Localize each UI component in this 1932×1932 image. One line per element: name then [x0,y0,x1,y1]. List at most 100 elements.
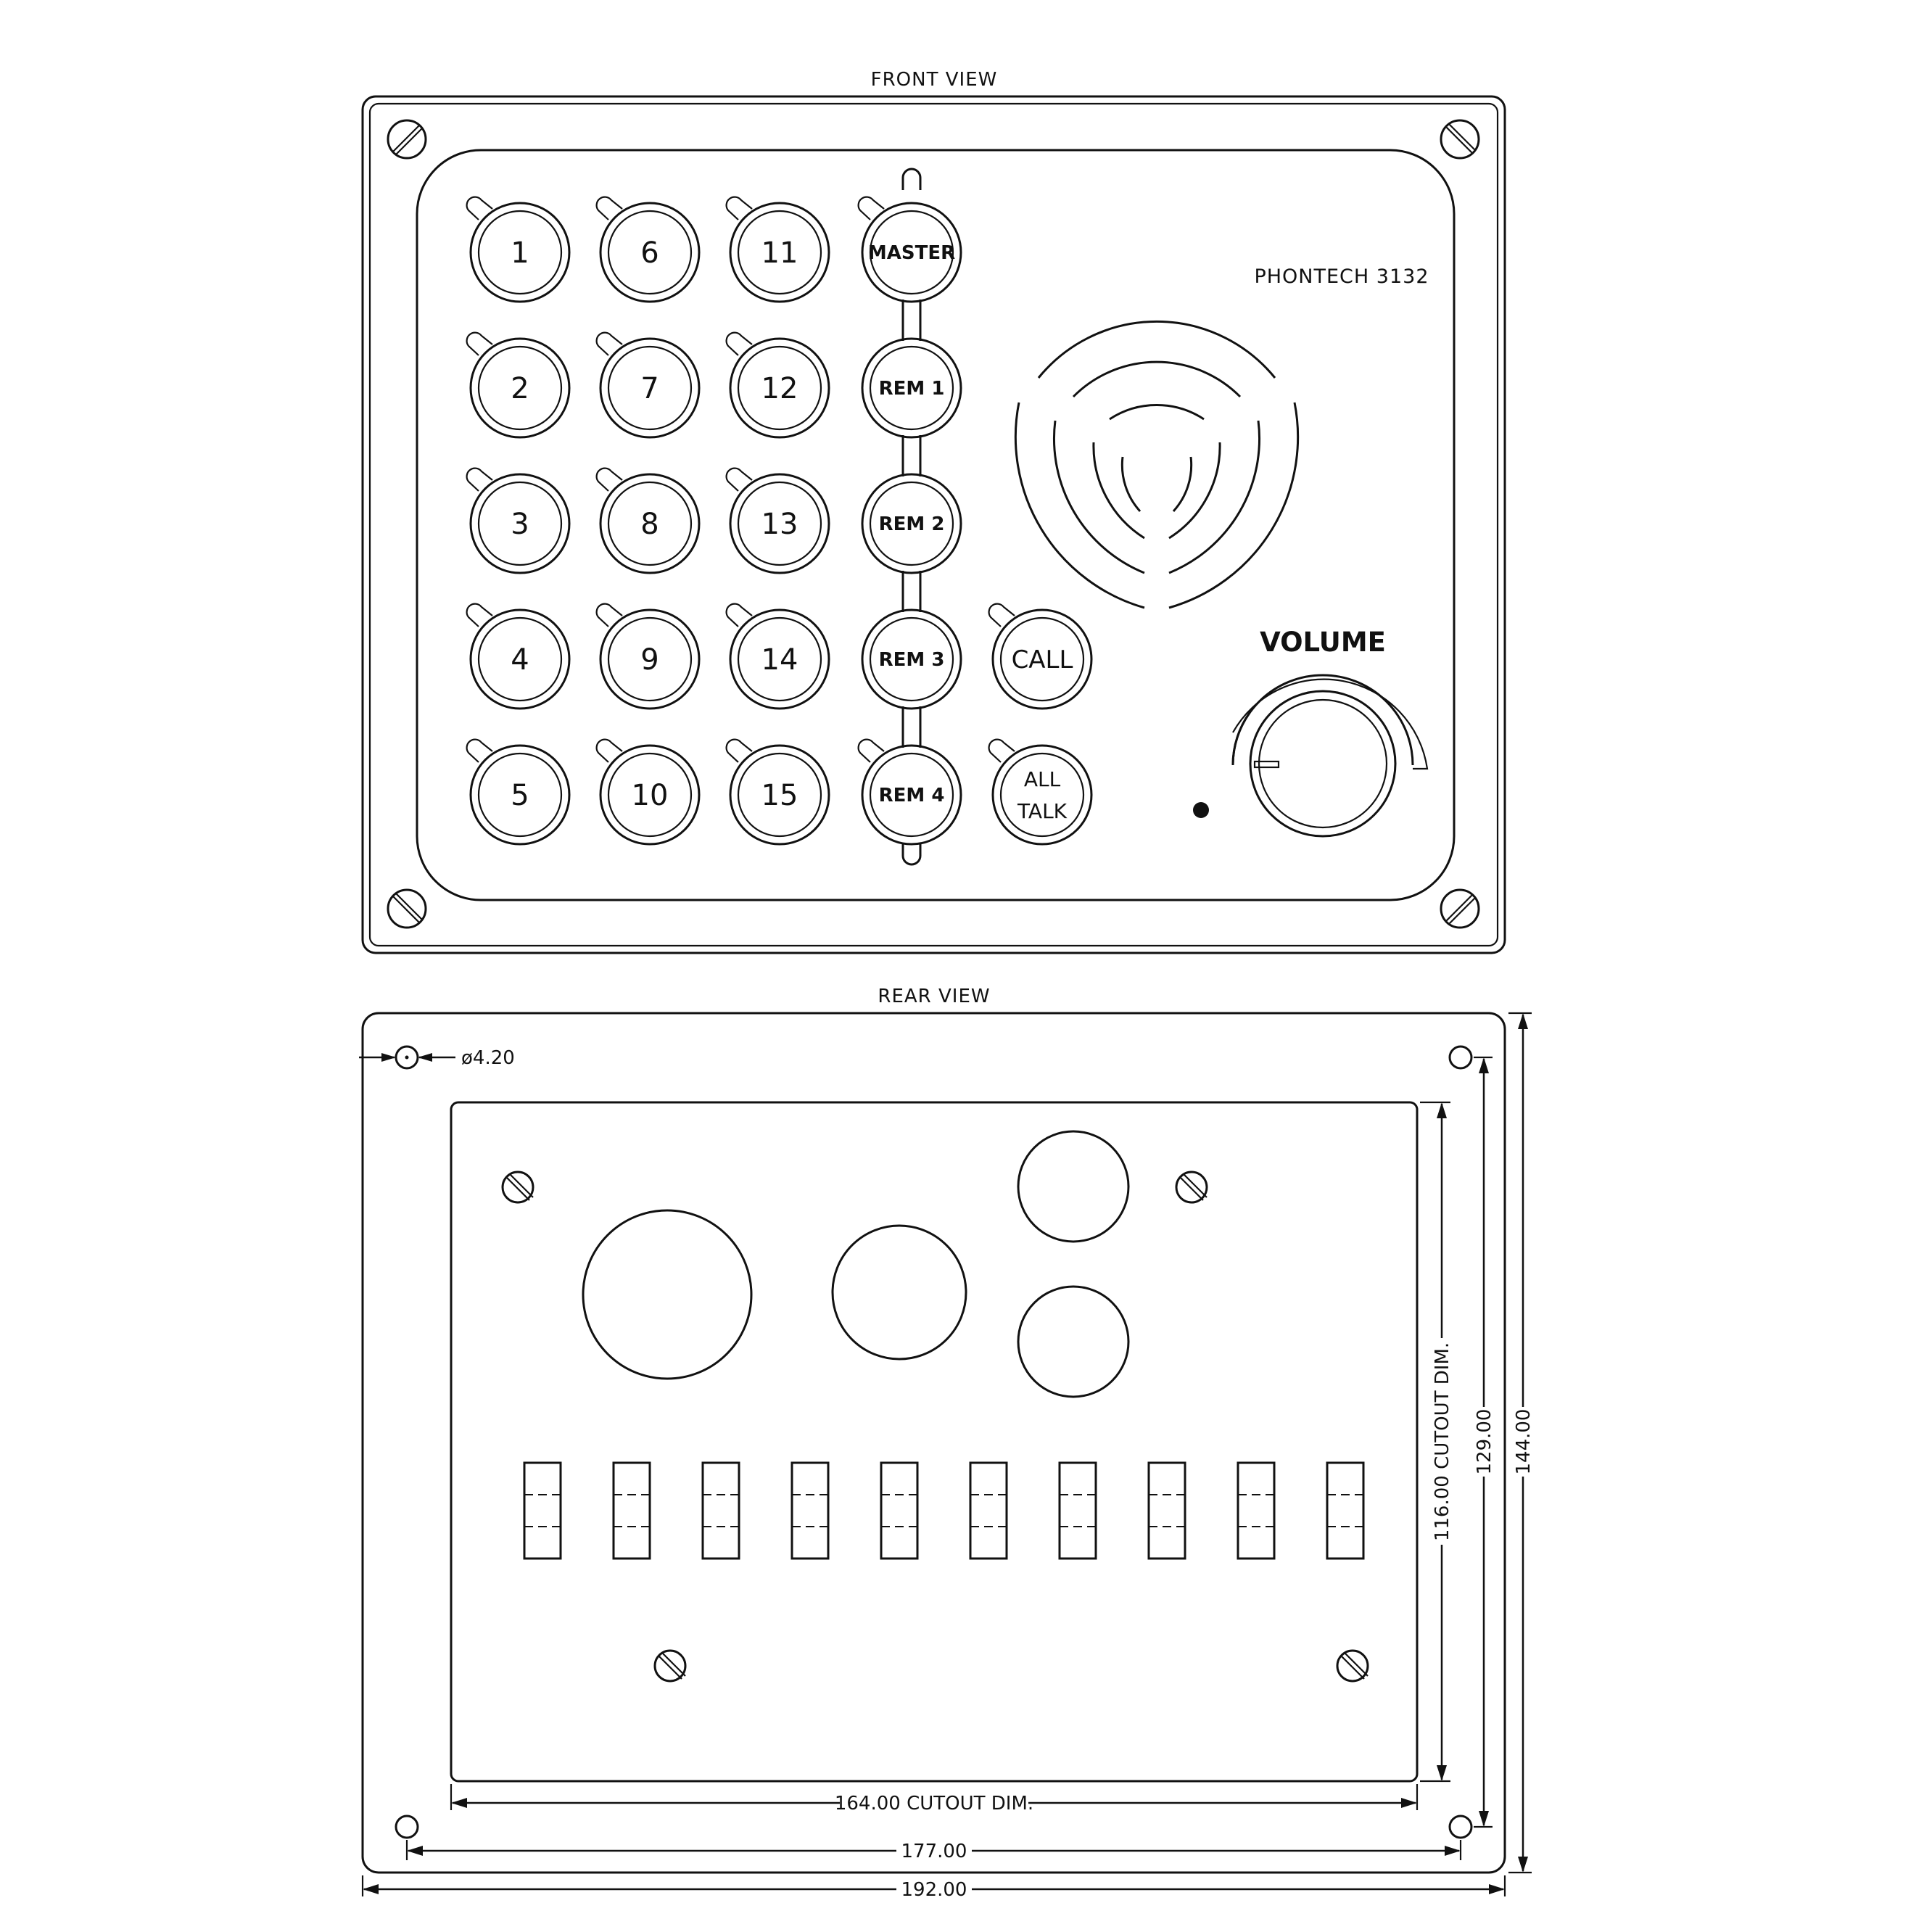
rem-4-key[interactable]: REM 4 [857,738,962,846]
station-key-label: 8 [640,508,659,541]
station-key-label: 14 [761,643,798,677]
call-key[interactable]: CALL [988,603,1093,710]
screw-icon [387,888,427,929]
dim-overall-width: 192.00 [361,1875,1506,1901]
front-view: FRONT VIEW [361,69,1506,954]
rear-opening-medium [831,1224,967,1361]
function-keys: MASTER REM 1 REM 2 REM 3 REM 4 [857,196,1093,846]
rem-4-key-label: REM 4 [879,785,945,806]
dim-hole-spacing-y: 129.00 [1474,1056,1495,1828]
rem-1-key-label: REM 1 [879,378,945,400]
station-key-label: 11 [761,236,798,270]
screw-icon [1175,1171,1208,1204]
master-key[interactable]: MASTER [857,196,962,303]
dim-overall-width-label: 192.00 [901,1879,967,1901]
station-key-6[interactable]: 6 [595,196,701,303]
station-key-15[interactable]: 15 [725,738,830,846]
screw-icon [1440,888,1480,929]
dim-cutout-width: 164.00 CUTOUT DIM. [450,1784,1419,1815]
rem-3-key[interactable]: REM 3 [861,608,962,710]
dim-hole-spacing-x: 177.00 [405,1840,1462,1862]
rem-2-key-label: REM 2 [879,513,945,535]
screw-icon [653,1649,687,1683]
volume-knob[interactable] [1231,674,1429,838]
mounting-hole [1448,1815,1473,1839]
terminal-block [969,1461,1008,1560]
mounting-hole [395,1815,419,1839]
screw-icon [1336,1649,1369,1683]
terminal-block [1237,1461,1276,1560]
dim-cutout-height-label: 116.00 CUTOUT DIM. [1432,1342,1453,1541]
station-key-5[interactable]: 5 [466,738,571,846]
hole-diameter-label: ø4.20 [461,1047,515,1069]
dim-hole-spacing-y-label: 129.00 [1474,1409,1495,1475]
screw-icon [387,119,427,160]
station-key-3[interactable]: 3 [466,467,571,574]
terminal-block [1058,1461,1097,1560]
screw-icon [501,1171,534,1204]
front-view-title: FRONT VIEW [871,69,998,91]
front-panel-outer-frame [361,95,1506,954]
call-key-label: CALL [1012,645,1073,674]
function-key-strip [901,168,922,866]
front-panel-inner-frame [368,102,1499,947]
all-talk-key-line2: TALK [1017,799,1068,823]
faceplate-recess [416,149,1456,901]
terminal-block [1147,1461,1186,1560]
mounting-hole [1448,1045,1473,1070]
terminal-block [523,1461,562,1560]
station-key-label: 15 [761,779,798,812]
station-key-label: 10 [632,779,669,812]
station-key-label: 9 [640,643,659,677]
speaker-grille [1014,320,1300,609]
hole-diameter-callout: ø4.20 [359,1047,515,1069]
dim-overall-height: 144.00 [1508,1012,1535,1874]
terminal-block [880,1461,919,1560]
rear-opening-small [1017,1130,1130,1243]
rear-opening-large [582,1209,753,1380]
rem-3-key-label: REM 3 [879,649,945,671]
station-key-label: 5 [511,779,529,812]
rem-1-key[interactable]: REM 1 [861,337,962,439]
rem-2-key[interactable]: REM 2 [861,473,962,574]
station-key-7[interactable]: 7 [595,331,701,439]
station-key-9[interactable]: 9 [595,603,701,710]
station-key-label: 3 [511,508,529,541]
all-talk-key[interactable]: ALL TALK [988,738,1093,846]
screw-icon [1440,119,1480,160]
station-key-14[interactable]: 14 [725,603,830,710]
dim-overall-height-label: 144.00 [1513,1409,1535,1475]
rear-view-title: REAR VIEW [878,986,990,1007]
terminal-block [790,1461,830,1560]
volume-label: VOLUME [1260,627,1386,658]
station-key-13[interactable]: 13 [725,467,830,574]
station-key-label: 7 [640,372,659,405]
station-key-11[interactable]: 11 [725,196,830,303]
status-led [1193,802,1209,818]
station-key-12[interactable]: 12 [725,331,830,439]
cutout-body [450,1101,1419,1783]
terminal-block [612,1461,651,1560]
dim-cutout-width-label: 164.00 CUTOUT DIM. [835,1793,1033,1815]
terminal-block [701,1461,740,1560]
rear-view: REAR VIEW ø4.20 [359,986,1535,1901]
mounting-hole-center [405,1055,409,1060]
rear-panel-outline [361,1012,1506,1874]
all-talk-key-line1: ALL [1024,767,1061,791]
station-key-4[interactable]: 4 [466,603,571,710]
station-key-label: 1 [511,236,529,270]
station-key-10[interactable]: 10 [595,738,701,846]
function-key-strip-links [901,300,922,748]
station-key-label: 6 [640,236,659,270]
terminal-blocks [523,1461,1365,1560]
station-key-8[interactable]: 8 [595,467,701,574]
terminal-block [1326,1461,1365,1560]
station-key-2[interactable]: 2 [466,331,571,439]
station-key-label: 4 [511,643,529,677]
station-keypad: 1 2 3 4 5 [466,196,830,846]
station-key-label: 13 [761,508,798,541]
station-key-label: 2 [511,372,529,405]
station-key-1[interactable]: 1 [466,196,571,303]
master-key-label: MASTER [868,242,955,264]
